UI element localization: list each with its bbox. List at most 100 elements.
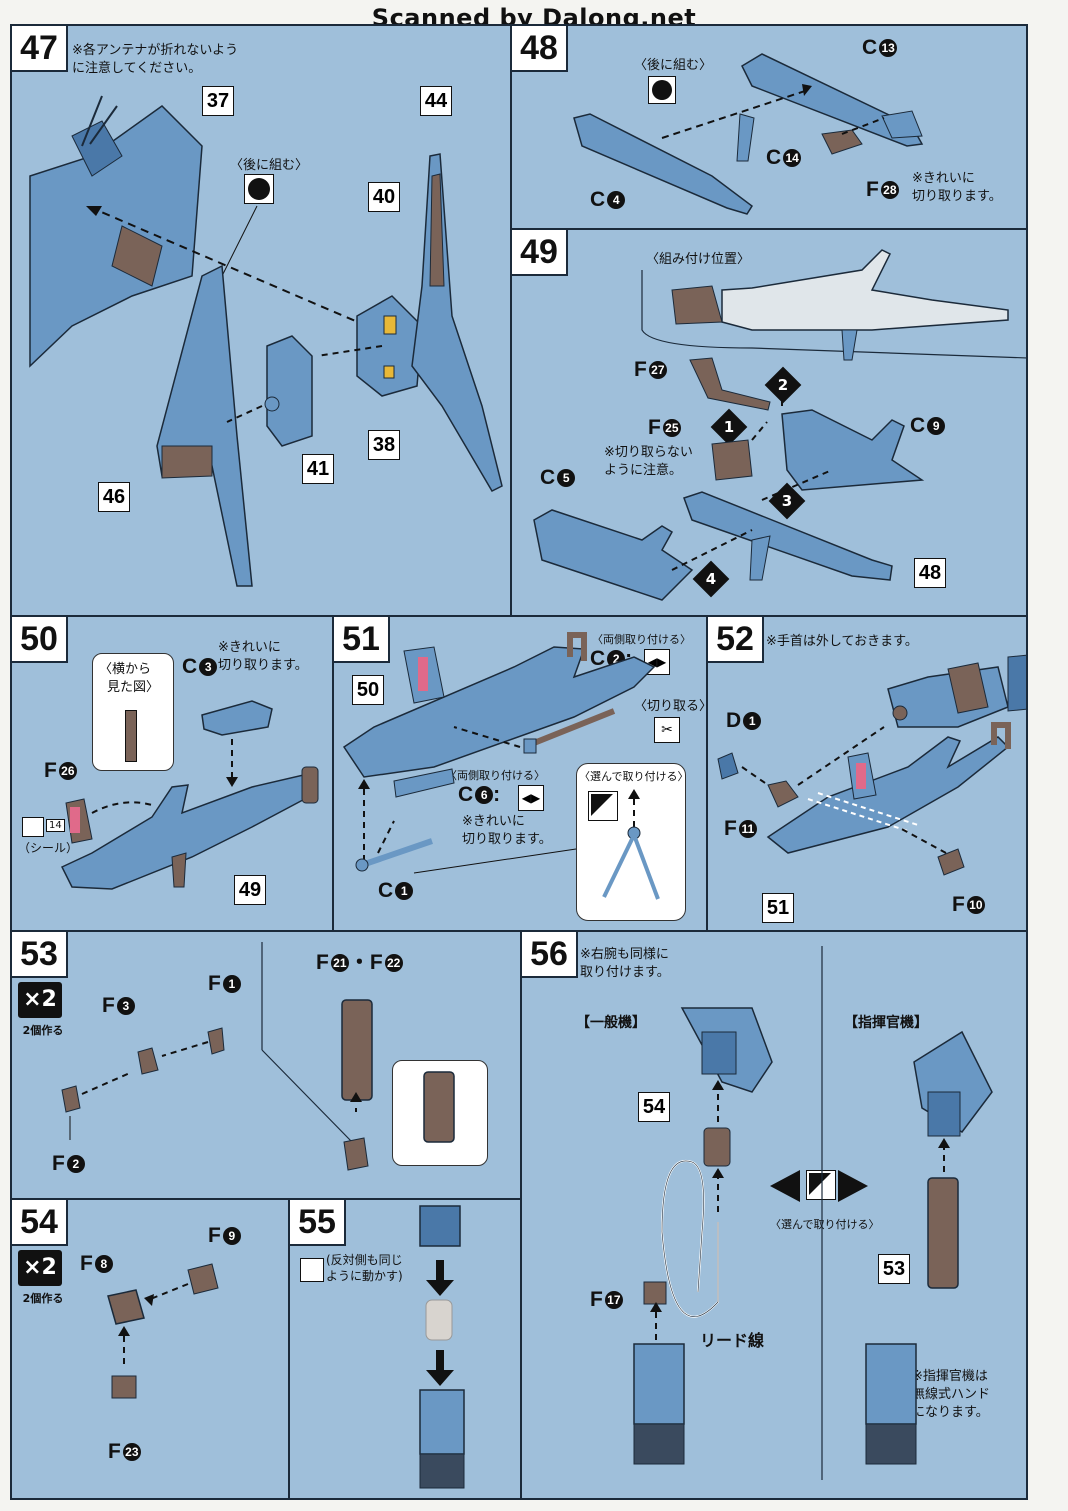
step-47-illustration: [29, 95, 503, 587]
make-two-caption: 2個作る: [22, 1024, 64, 1037]
sticker-icon: [22, 817, 44, 837]
step-53-illustration: [61, 942, 455, 1171]
part-label-41: 41: [302, 454, 334, 484]
cut-label: 〈切り取る〉: [634, 699, 708, 714]
general-label: 【一般機】: [576, 1015, 646, 1031]
step-note: (反対側も同じ ように動かす): [326, 1253, 403, 1283]
order-2-text: 2: [777, 376, 789, 394]
step-note: ※きれいに 切り取ります。: [912, 171, 1002, 204]
step-number: 51: [334, 617, 390, 663]
step-number: 52: [708, 617, 764, 663]
step-number: 53: [12, 932, 68, 978]
assemble-later-icon: [244, 174, 274, 204]
cut-icon: ✂: [654, 717, 680, 743]
step-number: 49: [512, 230, 568, 276]
step-number: 54: [12, 1200, 68, 1246]
step-note: ※手首は外しておきます。: [766, 634, 918, 649]
order-3-text: 3: [781, 492, 793, 510]
choose-label: 〈選んで取り付ける〉: [770, 1218, 880, 1231]
part-label-46: 46: [98, 482, 130, 512]
sticker-label: （シール）: [18, 841, 79, 855]
step-52-illustration: [717, 654, 1026, 876]
assemble-later-icon: [648, 76, 676, 104]
make-two-caption: 2個作る: [22, 1292, 64, 1305]
part-label-54: 54: [638, 1092, 670, 1122]
choose-arrow-right-icon: [838, 1170, 868, 1202]
position-label: 〈組み付け位置〉: [646, 252, 751, 267]
make-two-badge: ×2: [18, 1250, 62, 1286]
side-view-callout: 〈横から 見た図〉: [92, 653, 174, 771]
part-label-50: 50: [352, 675, 384, 705]
step-note: ※各アンテナが折れないよう に注意してください。: [72, 43, 239, 76]
step-55-panel: 55 (反対側も同じ ように動かす): [288, 1198, 522, 1500]
step-number: 55: [290, 1200, 346, 1246]
step-54-illustration: [107, 1263, 219, 1399]
part-label-51: 51: [762, 893, 794, 923]
part-label-53: 53: [878, 1254, 910, 1284]
assemble-later-label: 〈後に組む〉: [634, 58, 713, 73]
step-number: 48: [512, 26, 568, 72]
step-number: 56: [522, 932, 578, 978]
step-number: 50: [12, 617, 68, 663]
choose-icon: [806, 1170, 836, 1200]
commander-label: 【指揮官機】: [844, 1015, 928, 1031]
step-51-illustration: [342, 632, 660, 900]
attach-both-sides-label-2: 〈両側取り付ける〉: [446, 769, 545, 782]
step-note: ※右腕も同様に 取り付けます。: [580, 947, 670, 980]
step-50-illustration: [60, 700, 319, 890]
part-label-38: 38: [368, 430, 400, 460]
step-49-illustration: [533, 249, 1026, 601]
part-label-44: 44: [420, 86, 452, 116]
part-label-40: 40: [368, 182, 400, 212]
step-note: ※きれいに 切り取ります。: [462, 814, 552, 847]
choose-icon: [588, 791, 618, 821]
assemble-later-label: 〈後に組む〉: [230, 158, 309, 173]
lead-wire-label: リード線: [700, 1331, 765, 1350]
step-55-illustration: [419, 1205, 465, 1489]
choose-callout: 〈選んで取り付ける〉: [576, 763, 688, 921]
step-note: ※切り取らない ように注意。: [604, 445, 693, 478]
move-icon: [300, 1258, 324, 1282]
order-1-text: 1: [723, 418, 735, 436]
step-note: ※きれいに 切り取ります。: [218, 640, 308, 673]
step-47-panel: 47 ※各アンテナが折れないよう に注意してください。 〈後に組む〉 37 44…: [10, 24, 512, 617]
attach-both-icon-2: ◀▶: [518, 785, 544, 811]
choose-arrow-left-icon: [770, 1170, 800, 1202]
commander-note: ※指揮官機は 無線式ハンド になります。: [912, 1369, 991, 1420]
attach-both-sides-label: 〈両側取り付ける〉: [592, 633, 691, 646]
step-48-illustration: [573, 53, 924, 215]
step-56-illustration: [633, 946, 993, 1480]
order-4-text: 4: [705, 570, 717, 588]
make-two-badge: ×2: [18, 982, 62, 1018]
step-51-panel: 51 50 〈両側取り付ける〉 C2: ◀▶ 〈切り取る〉 ✂ 〈両側取り付ける…: [332, 615, 708, 932]
part-label-49: 49: [234, 875, 266, 905]
side-view-part: [125, 710, 137, 762]
